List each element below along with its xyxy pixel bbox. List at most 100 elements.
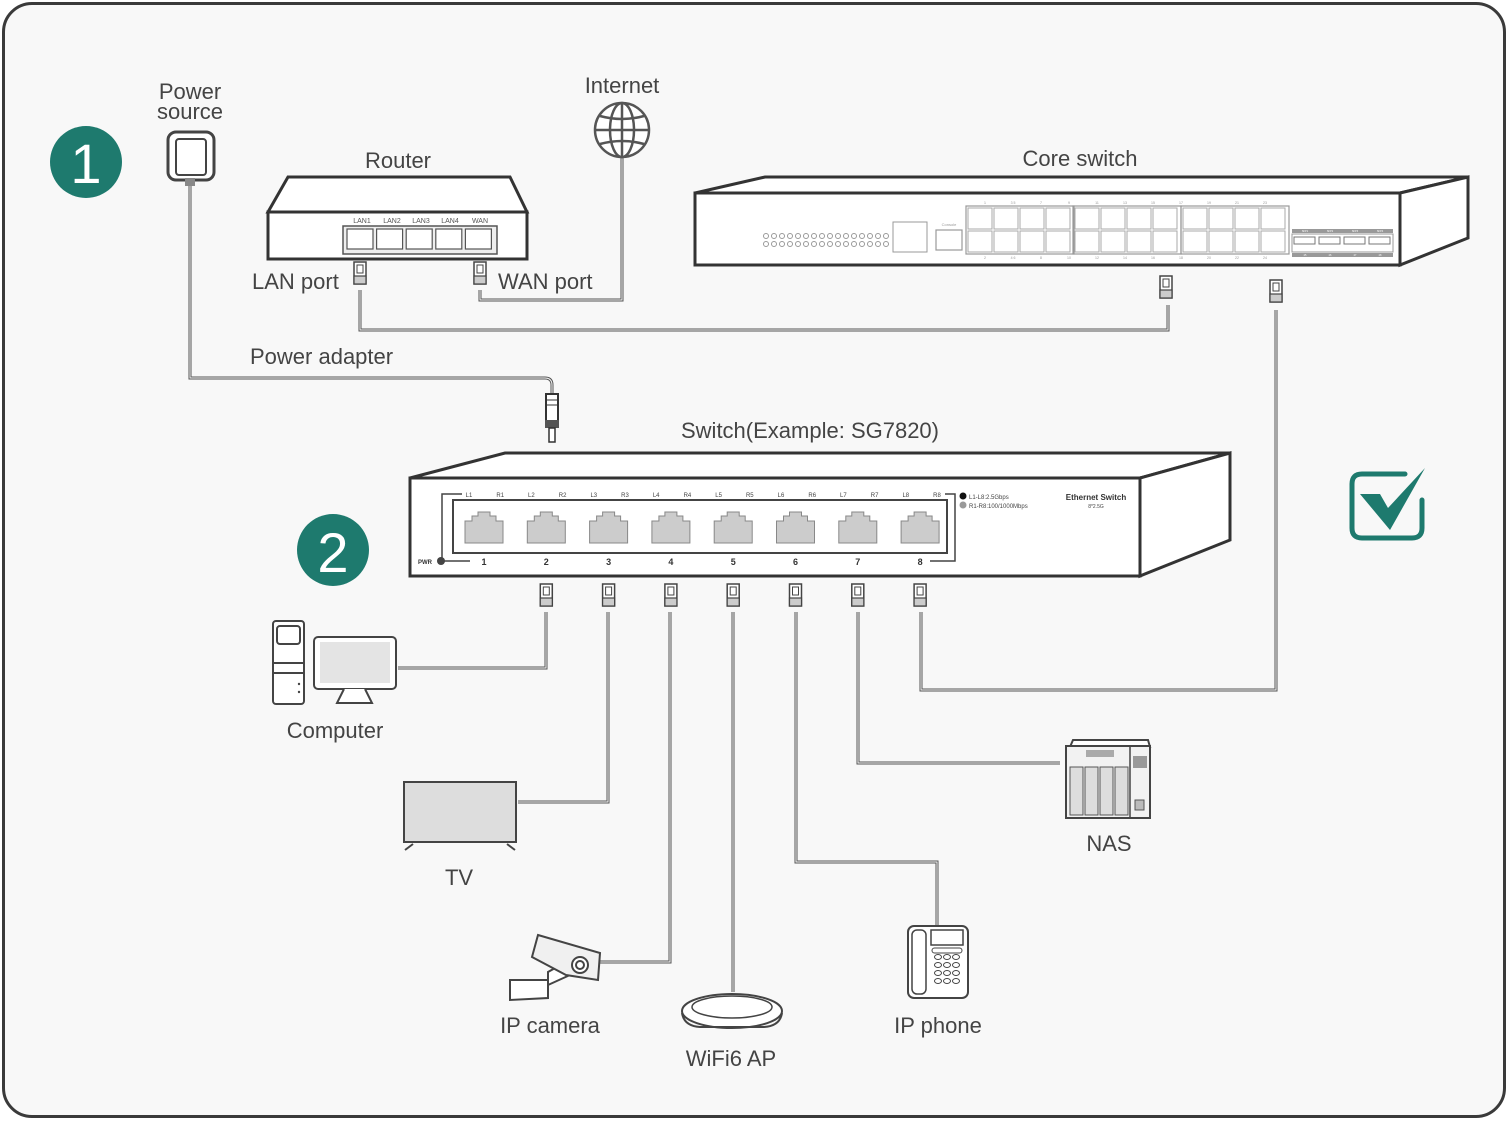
switch-top-label: R2 <box>559 493 567 499</box>
checkbox-checked-icon <box>1349 468 1425 541</box>
core-led <box>827 233 833 239</box>
legend-r-text: R1-R8:100/1000Mbps <box>969 504 1028 510</box>
core-port-number: 23 <box>1263 201 1267 205</box>
port7-to-nas-cable <box>856 612 1060 765</box>
sfp-number: 26 <box>1329 254 1332 257</box>
brand-text: Ethernet Switch <box>1066 493 1127 502</box>
core-led <box>875 233 881 239</box>
core-led <box>851 241 857 247</box>
core-led <box>843 241 849 247</box>
console-label: Console <box>942 222 957 227</box>
core-port-number: 21 <box>1235 201 1239 205</box>
core-led <box>779 241 785 247</box>
core-led <box>787 233 793 239</box>
core-led <box>867 241 873 247</box>
step-2-number: 2 <box>317 521 348 584</box>
core-port <box>1126 207 1152 230</box>
switch-port-number: 1 <box>481 557 486 567</box>
core-port-number: 10 <box>1067 256 1071 260</box>
lan-connector-icon <box>353 261 367 285</box>
core-port-number: 17 <box>1179 201 1183 205</box>
step-2-badge: 2 <box>297 514 369 586</box>
core-port <box>1045 207 1071 230</box>
switch-port-number: 4 <box>668 557 673 567</box>
switch-port-number: 6 <box>793 557 798 567</box>
core-led <box>803 241 809 247</box>
core-port-number: 1 <box>984 201 986 205</box>
core-port <box>1152 230 1178 253</box>
router-port <box>346 228 374 250</box>
switch-top-label: R5 <box>746 493 754 499</box>
core-led <box>771 241 777 247</box>
dc-plug-icon <box>545 393 559 443</box>
sfp-port <box>1343 236 1366 245</box>
core-led <box>843 233 849 239</box>
switch-top-label: L7 <box>840 493 847 499</box>
core-port <box>993 230 1019 253</box>
port2-to-computer-cable <box>398 612 548 670</box>
switch-port <box>900 511 940 544</box>
switch-connector-icon <box>913 583 927 607</box>
core-port-number: 19 <box>1207 201 1211 205</box>
switch-port <box>589 511 629 544</box>
switch-top-label: R1 <box>496 493 504 499</box>
port6-to-phone-cable <box>794 612 939 928</box>
switch-top-label: R4 <box>684 493 692 499</box>
model-text: 8*2.5G <box>1088 504 1104 510</box>
core-port-number: 20 <box>1207 256 1211 260</box>
core-port-number: 3 5 <box>1011 201 1016 205</box>
core-led <box>859 233 865 239</box>
switch-connector-icon <box>726 583 740 607</box>
core-port <box>1100 230 1126 253</box>
switch-top-label: R7 <box>871 493 879 499</box>
core-port <box>1260 207 1286 230</box>
core-port <box>1182 230 1208 253</box>
switch-connector-icon <box>664 583 678 607</box>
core-port-number: 11 <box>1095 201 1099 205</box>
sfp-label: SFP4 <box>1377 230 1384 233</box>
core-port-number: 22 <box>1235 256 1239 260</box>
switch-connector-icon <box>851 583 865 607</box>
switch-connector-icon <box>539 583 554 607</box>
core-port-number: 15 <box>1151 201 1155 205</box>
port3-to-tv-cable <box>518 612 610 804</box>
wifi-ap-label: WiFi6 AP <box>686 1046 776 1071</box>
core-connector-1-icon <box>1159 275 1173 299</box>
core-port-number: 24 <box>1263 256 1267 260</box>
core-led <box>795 233 801 239</box>
core-led <box>835 233 841 239</box>
switch-top-label: L6 <box>778 493 785 499</box>
core-led <box>771 233 777 239</box>
core-led <box>819 241 825 247</box>
switch-top-label: R3 <box>621 493 629 499</box>
core-connector-2-icon <box>1269 279 1283 303</box>
router-port <box>376 228 404 250</box>
router-port-label: WAN <box>472 218 488 225</box>
core-led <box>811 233 817 239</box>
core-led <box>835 241 841 247</box>
core-port <box>1126 230 1152 253</box>
router-label: Router <box>365 148 431 173</box>
router-device: LAN1 LAN2 LAN3 LAN4 WAN <box>265 175 530 261</box>
switch-top-label: L8 <box>902 493 909 499</box>
core-port <box>993 207 1019 230</box>
core-led <box>875 241 881 247</box>
switch-connector-icon <box>601 583 616 607</box>
ip-phone-icon <box>907 925 969 999</box>
core-port <box>1019 207 1045 230</box>
nas-icon <box>1065 739 1152 819</box>
core-port <box>1074 207 1100 230</box>
switch-top-label: L5 <box>715 493 722 499</box>
sfp-number: 25 <box>1304 254 1307 257</box>
core-port <box>967 230 993 253</box>
sfp-port <box>1368 236 1391 245</box>
step-1-number: 1 <box>70 132 101 195</box>
legend-l-text: L1-L8:2.5Gbps <box>969 495 1009 501</box>
computer-icon <box>272 620 397 705</box>
switch-port-number: 8 <box>918 557 923 567</box>
sfp-port <box>1293 236 1316 245</box>
switch-top-label: L2 <box>528 493 535 499</box>
power-source-label-1: Power <box>159 79 221 104</box>
